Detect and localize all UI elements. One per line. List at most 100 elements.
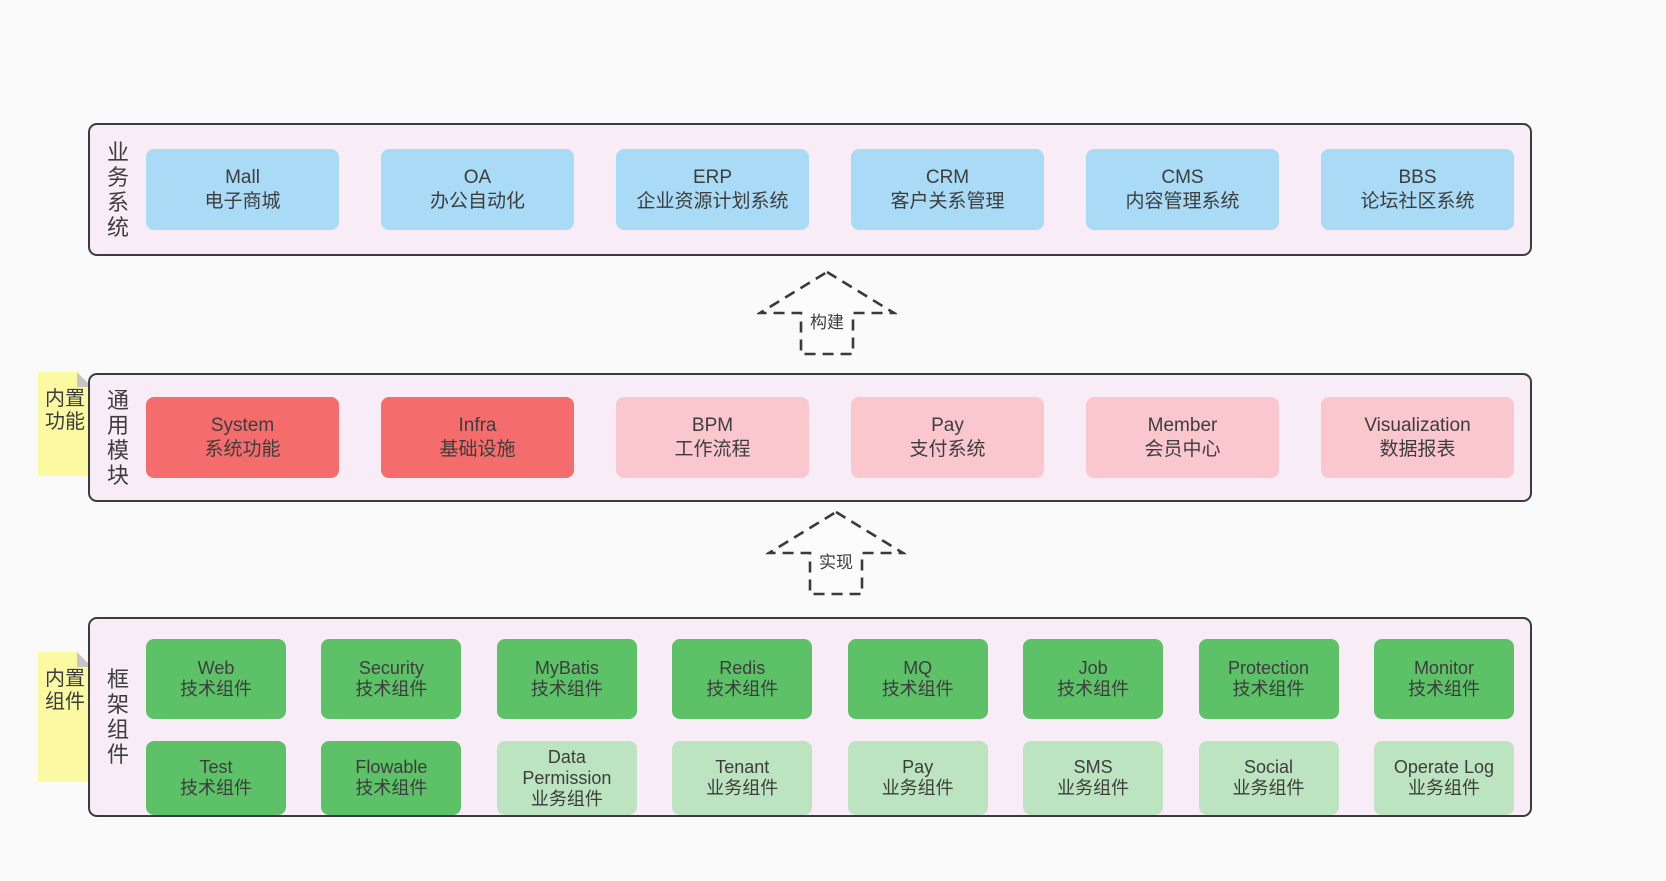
- module-boxes: System 系统功能 Infra 基础设施 BPM 工作流程 Pay 支付系统…: [146, 375, 1514, 500]
- note-text: 内置功能: [45, 388, 85, 433]
- layer-business-systems: 业务系统 Mall 电子商城 OA 办公自动化 ERP 企业资源计划系统 CRM…: [88, 123, 1532, 256]
- box-title: Test: [199, 757, 233, 777]
- box-title: Tenant: [715, 757, 770, 777]
- box-system: System 系统功能: [146, 397, 339, 478]
- box-mq: MQ 技术组件: [847, 639, 988, 719]
- box-subtitle: 业务组件: [530, 788, 603, 809]
- box-subtitle: 业务组件: [1232, 778, 1305, 798]
- box-monitor: Monitor 技术组件: [1373, 639, 1514, 719]
- box-subtitle: 业务组件: [1407, 778, 1480, 798]
- box-title: Mall: [225, 166, 260, 188]
- box-subtitle: 系统功能: [204, 438, 281, 460]
- box-infra: Infra 基础设施: [381, 397, 574, 478]
- box-protection: Protection 技术组件: [1198, 639, 1339, 719]
- box-subtitle: 技术组件: [530, 679, 603, 699]
- framework-row-biz: Test 技术组件 Flowable 技术组件 Data Permission …: [146, 741, 1514, 815]
- box-subtitle: 内容管理系统: [1125, 190, 1240, 212]
- box-job: Job 技术组件: [1023, 639, 1164, 719]
- box-title: Member: [1147, 414, 1218, 436]
- box-title: BPM: [691, 414, 734, 436]
- layer-label: 通用模块: [106, 387, 129, 488]
- box-web: Web 技术组件: [146, 639, 286, 719]
- box-title: ERP: [692, 166, 733, 188]
- box-flowable: Flowable 技术组件: [321, 741, 462, 815]
- box-title: Visualization: [1364, 414, 1471, 436]
- box-cms: CMS 内容管理系统: [1086, 149, 1279, 230]
- box-social: Social 业务组件: [1198, 741, 1339, 815]
- box-subtitle: 业务组件: [706, 778, 779, 798]
- layer-label: 框架组件: [106, 667, 129, 767]
- box-title: System: [210, 414, 275, 436]
- box-redis: Redis 技术组件: [672, 639, 813, 719]
- box-pay: Pay 支付系统: [851, 397, 1044, 478]
- box-subtitle: 技术组件: [180, 778, 252, 798]
- box-title: Pay: [902, 757, 934, 777]
- box-title: Data Permission: [522, 746, 612, 788]
- layer-framework-components: 框架组件 Web 技术组件 Security 技术组件 MyBatis 技术组件…: [88, 617, 1532, 817]
- box-title: CMS: [1161, 166, 1204, 188]
- layer-label: 业务系统: [106, 139, 129, 240]
- box-data-permission: Data Permission 业务组件: [496, 741, 637, 815]
- note-built-in-components: 内置组件: [38, 652, 92, 782]
- box-subtitle: 业务组件: [1057, 778, 1130, 798]
- box-title: CRM: [925, 166, 970, 188]
- box-oa: OA 办公自动化: [381, 149, 574, 230]
- box-subtitle: 技术组件: [881, 679, 954, 699]
- box-mybatis: MyBatis 技术组件: [496, 639, 637, 719]
- box-subtitle: 技术组件: [1057, 679, 1130, 699]
- box-bpm: BPM 工作流程: [616, 397, 809, 478]
- arrow-implement: 实现: [766, 510, 906, 596]
- box-subtitle: 技术组件: [1232, 679, 1305, 699]
- box-subtitle: 企业资源计划系统: [636, 190, 789, 212]
- note-built-in-features: 内置功能: [38, 372, 92, 476]
- box-title: BBS: [1398, 166, 1437, 188]
- business-boxes: Mall 电子商城 OA 办公自动化 ERP 企业资源计划系统 CRM 客户关系…: [146, 125, 1514, 254]
- box-subtitle: 支付系统: [909, 438, 986, 460]
- box-subtitle: 技术组件: [355, 778, 428, 798]
- layer-common-modules: 通用模块 System 系统功能 Infra 基础设施 BPM 工作流程 Pay…: [88, 373, 1532, 502]
- box-subtitle: 工作流程: [674, 438, 751, 460]
- framework-rows: Web 技术组件 Security 技术组件 MyBatis 技术组件 Redi…: [146, 619, 1514, 815]
- box-test: Test 技术组件: [146, 741, 286, 815]
- box-subtitle: 办公自动化: [429, 190, 525, 212]
- box-title: Operate Log: [1393, 757, 1494, 777]
- box-pay-biz: Pay 业务组件: [847, 741, 988, 815]
- box-mall: Mall 电子商城: [146, 149, 339, 230]
- box-title: Social: [1244, 757, 1294, 777]
- arrow-build: 构建: [757, 270, 897, 356]
- box-title: Job: [1078, 658, 1108, 678]
- framework-row-tech: Web 技术组件 Security 技术组件 MyBatis 技术组件 Redi…: [146, 639, 1514, 719]
- box-subtitle: 客户关系管理: [890, 190, 1005, 212]
- box-subtitle: 技术组件: [706, 679, 779, 699]
- box-title: Redis: [719, 658, 766, 678]
- box-subtitle: 论坛社区系统: [1360, 190, 1475, 212]
- box-subtitle: 会员中心: [1144, 438, 1221, 460]
- box-title: Web: [197, 658, 235, 678]
- note-text: 内置组件: [45, 668, 85, 713]
- box-subtitle: 技术组件: [355, 679, 428, 699]
- box-visualization: Visualization 数据报表: [1321, 397, 1514, 478]
- box-crm: CRM 客户关系管理: [851, 149, 1044, 230]
- box-subtitle: 技术组件: [180, 679, 252, 699]
- box-member: Member 会员中心: [1086, 397, 1279, 478]
- box-subtitle: 电子商城: [204, 190, 281, 212]
- box-sms: SMS 业务组件: [1023, 741, 1164, 815]
- box-subtitle: 基础设施: [439, 438, 516, 460]
- box-subtitle: 业务组件: [881, 778, 954, 798]
- box-title: MyBatis: [534, 658, 599, 678]
- box-operate-log: Operate Log 业务组件: [1373, 741, 1514, 815]
- box-title: Protection: [1228, 658, 1310, 678]
- box-security: Security 技术组件: [321, 639, 462, 719]
- box-title: Security: [358, 658, 424, 678]
- box-title: OA: [463, 166, 492, 188]
- box-bbs: BBS 论坛社区系统: [1321, 149, 1514, 230]
- box-title: Flowable: [355, 757, 428, 777]
- arrow-label: 构建: [806, 307, 848, 334]
- box-subtitle: 技术组件: [1407, 679, 1480, 699]
- box-title: Pay: [931, 414, 964, 436]
- box-erp: ERP 企业资源计划系统: [616, 149, 809, 230]
- box-title: Infra: [458, 414, 497, 436]
- box-tenant: Tenant 业务组件: [672, 741, 813, 815]
- box-title: Monitor: [1413, 658, 1474, 678]
